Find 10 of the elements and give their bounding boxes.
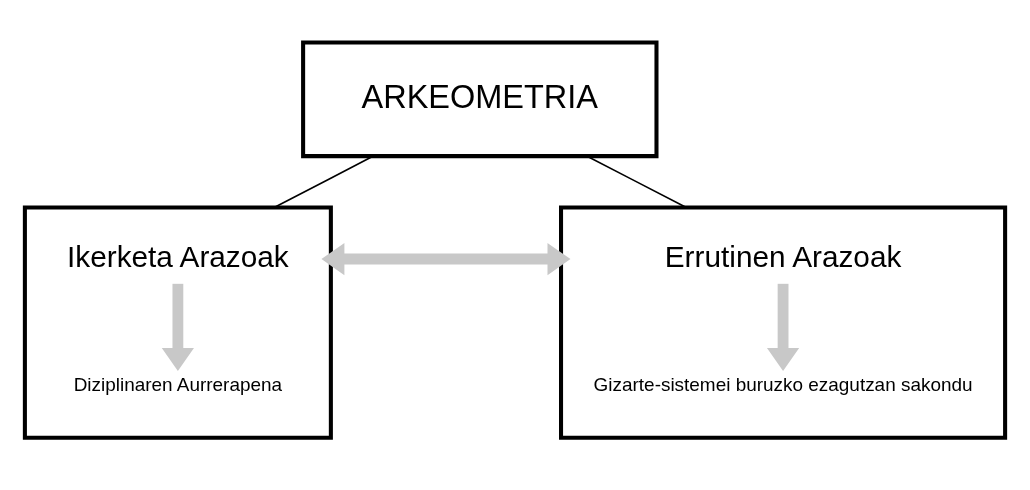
- arrow: [321, 242, 571, 275]
- arrow: [767, 283, 800, 371]
- node-text: Diziplinaren Aurrerapena: [73, 373, 283, 395]
- node-box: ARKEOMETRIA: [301, 39, 659, 158]
- cluster: [559, 205, 1008, 440]
- node-text: Gizarte-sistemei buruzko ezagutzan sakondu: [593, 373, 973, 395]
- arrow: [161, 283, 194, 371]
- node-text: Errutinen Arazoak: [664, 239, 902, 273]
- cluster: [22, 205, 333, 440]
- node-text: Ikerketa Arazoak: [67, 239, 289, 273]
